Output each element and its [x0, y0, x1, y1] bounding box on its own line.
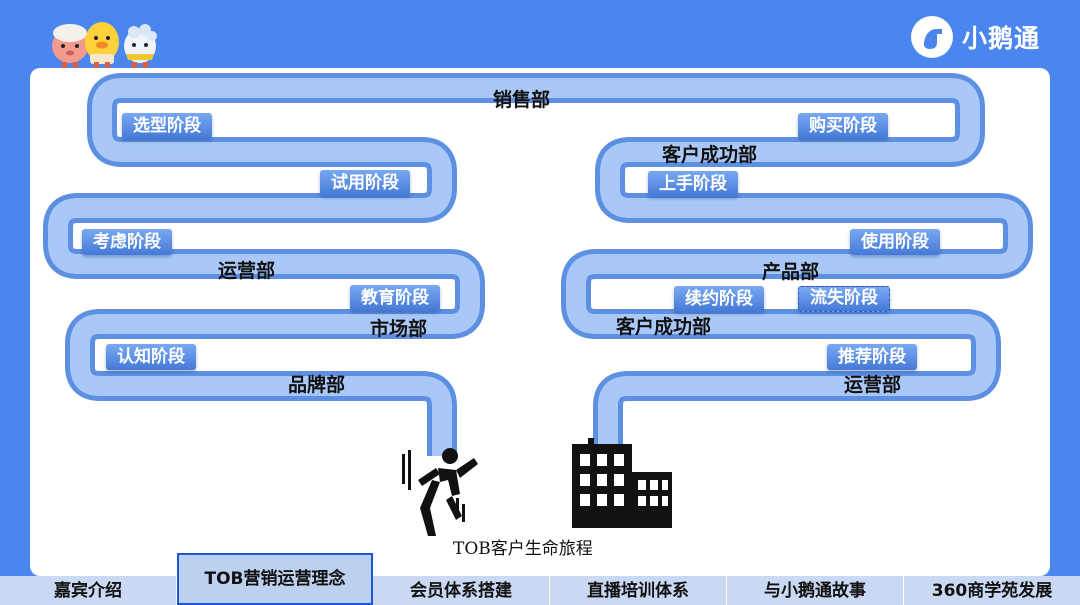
mascot-pink	[52, 24, 88, 68]
stage-purchase: 购买阶段	[798, 113, 888, 139]
mascot-yellow	[85, 22, 119, 68]
journey-roads	[43, 73, 1033, 456]
bottom-tab-bar: 嘉宾介绍 TOB营销运营理念 会员体系搭建 直播培训体系 与小鹅通故事 360商…	[0, 553, 1080, 605]
dept-success-top: 客户成功部	[662, 144, 758, 166]
office-building-icon	[572, 438, 672, 528]
dept-product: 产品部	[762, 261, 820, 283]
dept-sales: 销售部	[493, 89, 551, 111]
tab-xiaoetong-story[interactable]: 与小鹅通故事	[727, 576, 904, 605]
stage-educate: 教育阶段	[350, 285, 440, 311]
dept-brand: 品牌部	[288, 374, 346, 396]
brand-logo: 小鹅通	[910, 14, 1040, 60]
journey-caption: TOB客户生命旅程	[453, 539, 593, 559]
falling-person-icon	[402, 448, 478, 536]
stage-use: 使用阶段	[850, 229, 940, 255]
goose-logo-icon	[910, 16, 953, 58]
dept-marketing: 市场部	[370, 318, 428, 340]
stage-consider: 考虑阶段	[82, 229, 172, 255]
dept-success-mid: 客户成功部	[616, 316, 712, 338]
stage-onboard: 上手阶段	[648, 171, 738, 197]
stage-trial: 试用阶段	[320, 170, 410, 196]
stage-renew: 续约阶段	[674, 286, 764, 312]
dept-operations-left: 运营部	[218, 260, 276, 282]
stage-aware: 认知阶段	[106, 344, 196, 370]
tab-live-training[interactable]: 直播培训体系	[550, 576, 727, 605]
tab-tob-marketing-philosophy[interactable]: TOB营销运营理念	[177, 553, 373, 605]
tab-membership-system[interactable]: 会员体系搭建	[373, 576, 550, 605]
stage-select: 选型阶段	[122, 113, 212, 139]
dept-operations-right: 运营部	[844, 374, 902, 396]
mascot-group	[48, 14, 164, 70]
tab-360-academy[interactable]: 360商学苑发展	[931, 580, 1053, 601]
content-panel: 选型阶段 试用阶段 考虑阶段 教育阶段 认知阶段 购买阶段 上手阶段 使用阶段 …	[30, 68, 1050, 576]
stage-churn: 流失阶段	[798, 286, 890, 312]
stage-recommend: 推荐阶段	[827, 344, 917, 370]
mascot-white	[124, 24, 157, 68]
brand-name: 小鹅通	[961, 24, 1040, 53]
tab-guest-intro[interactable]: 嘉宾介绍	[0, 576, 177, 605]
